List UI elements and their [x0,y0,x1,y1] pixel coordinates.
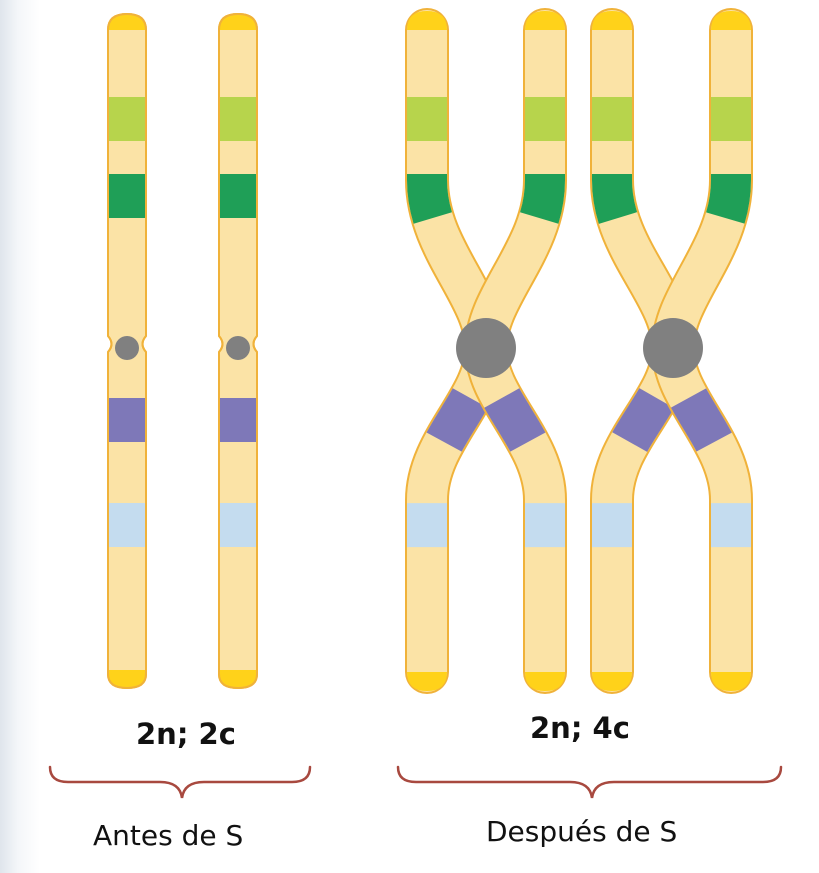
centromere [226,336,250,360]
replicated-chromosome-2 [592,11,751,691]
brace-after-s [398,767,781,798]
replicated-chromosome-1 [407,11,565,691]
phase-label-before: Antes de S [93,819,243,852]
ploidy-label-before: 2n; 2c [136,717,236,751]
centromere [456,318,516,378]
chromosome-1 [100,10,156,692]
group-before-s [100,10,267,692]
ploidy-label-after: 2n; 4c [530,711,630,745]
brace-before-s [50,767,310,798]
group-after-s [407,11,751,691]
centromere [115,336,139,360]
chromosome-2 [211,10,267,692]
phase-label-after: Después de S [486,815,677,848]
centromere [643,318,703,378]
